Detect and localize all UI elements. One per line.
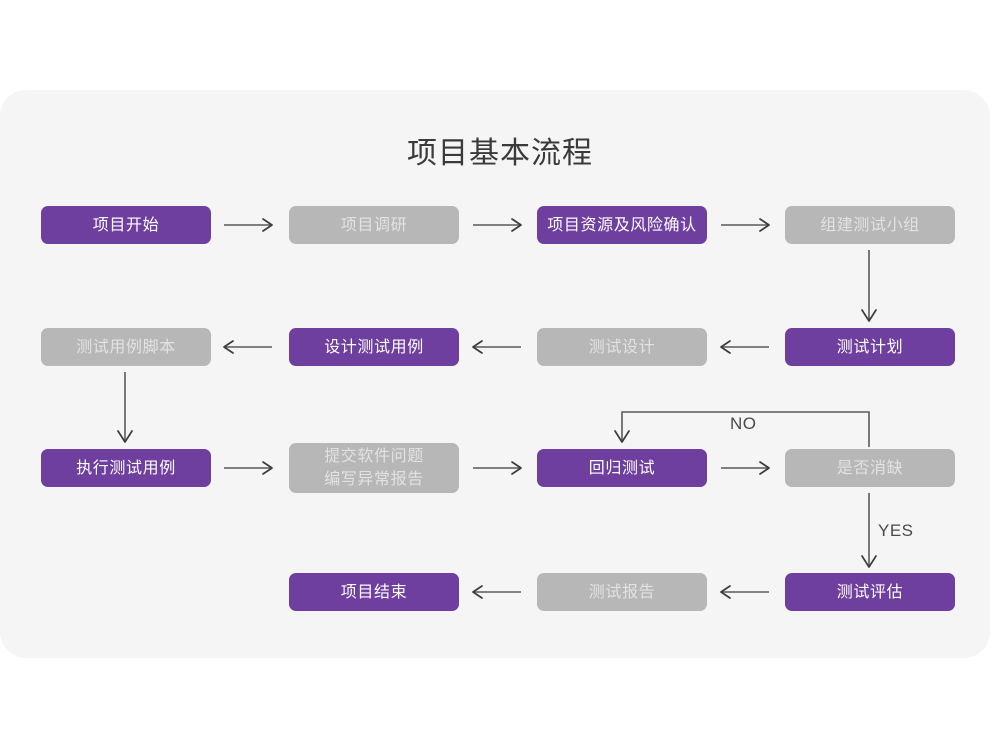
page-title: 项目基本流程 [407, 137, 593, 170]
node-regression-test[interactable]: 回归测试 [537, 449, 707, 487]
node-test-case-script[interactable]: 测试用例脚本 [41, 328, 211, 366]
edge-label-no: NO [730, 414, 757, 433]
node-design-test-case[interactable]: 设计测试用例 [289, 328, 459, 366]
node-test-evaluation[interactable]: 测试评估 [785, 573, 955, 611]
edge-label-yes: YES [878, 521, 914, 540]
node-project-research[interactable]: 项目调研 [289, 206, 459, 244]
node-is-defect-cleared[interactable]: 是否消缺 [785, 449, 955, 487]
node-build-test-team[interactable]: 组建测试小组 [785, 206, 955, 244]
node-submit-defect-report[interactable]: 提交软件问题 编写异常报告 [289, 443, 459, 493]
node-execute-test-case[interactable]: 执行测试用例 [41, 449, 211, 487]
node-resource-risk-confirm[interactable]: 项目资源及风险确认 [537, 206, 707, 244]
flowchart-card [0, 90, 990, 658]
node-test-plan[interactable]: 测试计划 [785, 328, 955, 366]
node-project-end[interactable]: 项目结束 [289, 573, 459, 611]
node-test-design[interactable]: 测试设计 [537, 328, 707, 366]
node-test-report[interactable]: 测试报告 [537, 573, 707, 611]
node-project-start[interactable]: 项目开始 [41, 206, 211, 244]
